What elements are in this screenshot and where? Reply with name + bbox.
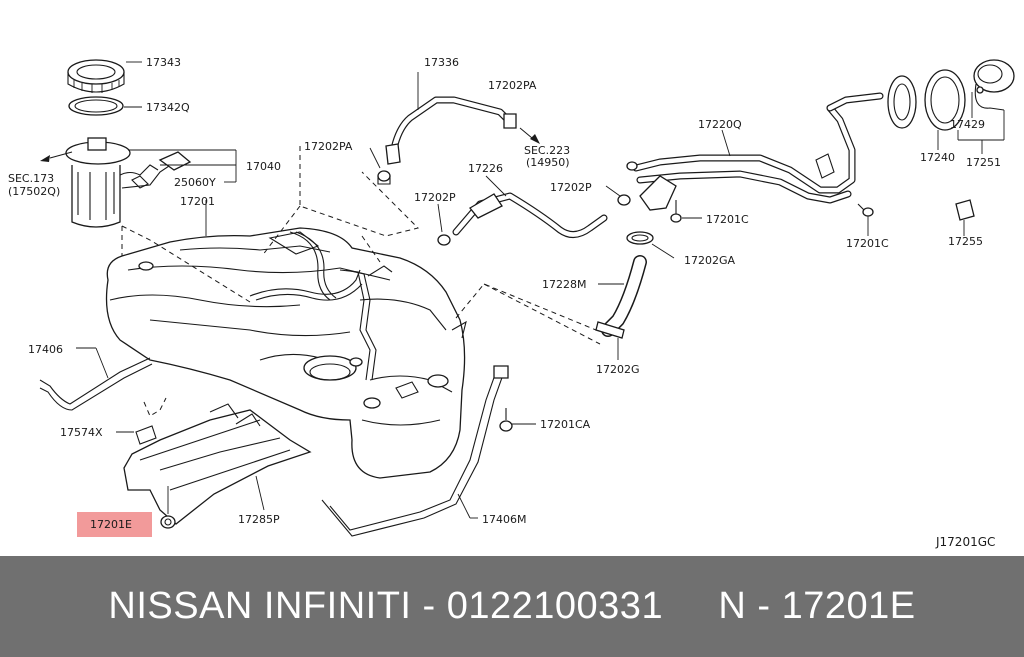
label-17228m: 17228M [542, 278, 586, 291]
clamp-17202p-2 [617, 194, 631, 206]
strap-17406m [321, 365, 509, 537]
gasket-17342q [68, 96, 124, 116]
filler-neck-17240 [887, 69, 966, 131]
parts-diagram: 17343 17342Q SEC.173 (17502Q) 17040 2506… [8, 56, 1015, 549]
tube-17336 [385, 96, 517, 165]
fuel-tank-diagram: 17343 17342Q SEC.173 (17502Q) 17040 2506… [8, 56, 1015, 549]
label-17201c-right: 17201C [846, 237, 889, 250]
part-17255 [955, 199, 975, 221]
label-17336: 17336 [424, 56, 459, 69]
label-17406m: 17406M [482, 513, 526, 526]
fuel-cap-17251 [973, 59, 1015, 111]
label-17201ca: 17201CA [540, 418, 591, 431]
label-sec223-sub: (14950) [526, 156, 570, 169]
label-17201c-left: 17201C [706, 213, 749, 226]
fuel-pump-module [65, 137, 192, 228]
label-17202p-right: 17202P [550, 181, 592, 194]
clamp-17202pa [377, 170, 391, 185]
label-17201: 17201 [180, 195, 215, 208]
label-17343: 17343 [146, 56, 181, 69]
clamp-17202p [437, 234, 451, 246]
diagram-code: J17201GC [935, 535, 995, 549]
label-17429: 17429 [950, 118, 985, 131]
label-17202g: 17202G [596, 363, 640, 376]
footer-part-text: NISSAN INFINITI - 0122100331 N - 17201E [108, 585, 916, 627]
label-25060y: 25060Y [174, 176, 216, 189]
fuel-tank-17201 [105, 227, 467, 479]
label-17226: 17226 [468, 162, 503, 175]
bolt-17201ca [499, 408, 513, 432]
label-sec223: SEC.223 [524, 144, 570, 157]
nut-17201e [160, 515, 176, 529]
clamp-17202g [595, 321, 625, 339]
heat-shield-17285p [123, 403, 312, 525]
hose-17228m [601, 255, 647, 337]
label-17240: 17240 [920, 151, 955, 164]
label-17202p-left: 17202P [414, 191, 456, 204]
label-17342q: 17342Q [146, 101, 190, 114]
label-17255: 17255 [948, 235, 983, 248]
hose-17226 [452, 192, 608, 238]
strap-17406 [39, 357, 153, 411]
label-17220q: 17220Q [698, 118, 742, 131]
label-17574x: 17574X [60, 426, 103, 439]
label-17406: 17406 [28, 343, 63, 356]
highlight-17201e [77, 512, 152, 537]
label-17202pa-right: 17202PA [488, 79, 537, 92]
footer-bar: NISSAN INFINITI - 0122100331 N - 17201E [0, 556, 1024, 657]
label-sec173: SEC.173 [8, 172, 54, 185]
label-17251: 17251 [966, 156, 1001, 169]
bolt-17201c [670, 200, 682, 223]
filler-tube-17220q [632, 92, 884, 211]
bolt-17201c-2 [857, 203, 874, 217]
label-17202ga: 17202GA [684, 254, 736, 267]
label-17202pa-left: 17202PA [304, 140, 353, 153]
label-sec173-sub: (17502Q) [8, 185, 60, 198]
lock-ring-17343 [67, 59, 125, 93]
label-17040: 17040 [246, 160, 281, 173]
label-17285p: 17285P [238, 513, 280, 526]
label-17201e: 17201E [90, 518, 132, 531]
clamp-17202ga [626, 231, 654, 245]
